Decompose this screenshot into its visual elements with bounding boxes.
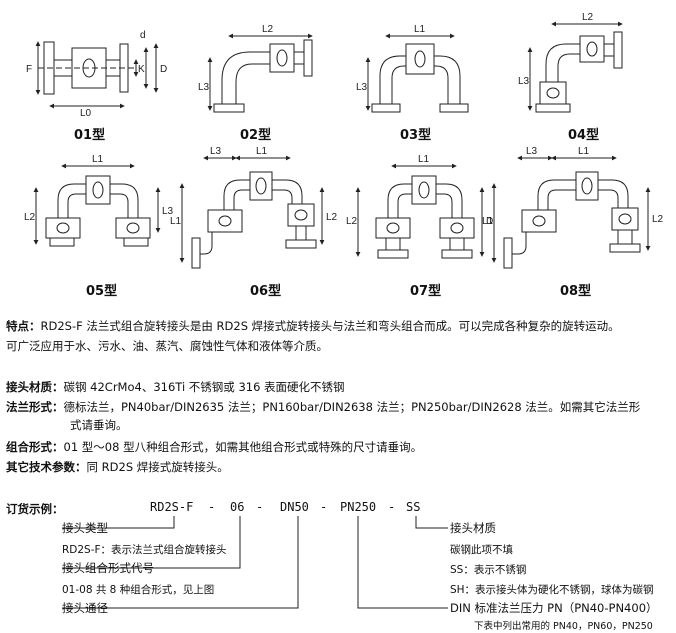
order-right-ss: SS：表示不锈钢 [450,564,527,576]
dim-F: F [26,64,32,75]
features-label: 特点： [6,319,41,333]
dim-L3-03: L3 [356,82,368,93]
order-code-sep4: - [388,500,396,514]
dim-L1-05: L1 [92,154,104,165]
order-code-sep1: - [208,500,216,514]
order-code-dn: DN50 [280,500,309,514]
dim-L2-04: L2 [582,12,594,23]
combo-text: 01 型～08 型八种组合形式，如需其他组合形式或特殊的尺寸请垂询。 [63,440,423,454]
dim-L2-05: L2 [24,212,36,223]
order-right-pn: DIN 标准法兰压力 PN（PN40-PN400） [450,601,658,615]
flange-line1: 法兰形式：德标法兰，PN40bar/DIN2635 法兰；PN160bar/DI… [6,398,640,416]
dim-L2-08: L2 [652,214,664,225]
flange-label: 法兰形式： [6,400,64,414]
dim-L0: L0 [80,108,92,119]
dim-L3-02: L3 [198,82,210,93]
caption-01: 01型 [74,128,106,143]
material-line: 接头材质：碳钢 42CrMo4、316Ti 不锈钢或 316 表面硬化不锈钢 [6,378,345,396]
caption-02: 02型 [240,128,272,143]
combo-label: 组合形式： [6,440,64,454]
dim-L3-06: L3 [210,146,222,157]
combination-diagrams: F L0 d K D L2 L3 L1 L3 L2 L3 L1 L2 L3 L3… [24,12,664,269]
diagram-05 [33,163,161,247]
order-right-sh: SH：表示接头体为硬化不锈钢，球体为碳钢 [450,584,654,596]
order-right-pn-note: 下表中列出常用的 PN40，PN60，PN250 [474,621,653,632]
dim-L1-06: L1 [256,146,268,157]
dim-L2-07: L2 [346,216,358,227]
diagram-08 [491,155,651,269]
dim-L1-06v: L1 [170,216,182,227]
flange-text1: 德标法兰，PN40bar/DIN2635 法兰；PN160bar/DIN2638… [63,400,641,414]
caption-07: 07型 [410,284,442,299]
features-text1: RD2S-F 法兰式组合旋转接头是由 RD2S 焊接式旋转接头与法兰和弯头组合而… [40,319,620,333]
diagram-07 [355,163,485,259]
order-code-mat: SS [406,500,421,514]
diagram-01 [35,41,159,109]
order-label: 订货示例： [6,502,64,516]
other-label: 其它技术参数： [6,460,87,474]
dim-L3-08: L3 [526,146,538,157]
dim-L1-07: L1 [418,154,430,165]
dim-L2-06: L2 [326,212,338,223]
caption-03: 03型 [400,128,432,143]
caption-05: 05型 [86,284,118,299]
features-line1: 特点：RD2S-F 法兰式组合旋转接头是由 RD2S 焊接式旋转接头与法兰和弯头… [6,317,620,335]
diagram-04 [527,21,623,113]
dim-L3-05: L3 [162,206,174,217]
order-code-sep3: - [320,500,328,514]
order-code-sep2: - [256,500,264,514]
order-code-pn: PN250 [340,500,377,514]
material-text: 碳钢 42CrMo4、316Ti 不锈钢或 316 表面硬化不锈钢 [63,380,345,394]
diagram-02 [207,33,313,113]
order-left-dn: 接头通径 [62,601,108,615]
dim-L1-03: L1 [414,24,426,35]
diagram-06 [179,155,325,269]
material-label: 接头材质： [6,380,64,394]
flange-text2: 式请垂询。 [70,418,128,432]
dim-d: d [140,30,146,41]
combo-line: 组合形式：01 型～08 型八种组合形式，如需其他组合形式或特殊的尺寸请垂询。 [6,438,422,456]
dim-D-07: D [486,216,493,227]
dim-L3-04: L3 [518,76,530,87]
order-right-carbon: 碳钢此项不填 [450,544,513,556]
other-line: 其它技术参数：同 RD2S 焊接式旋转接头。 [6,458,229,476]
order-code-type: RD2S-F [150,500,194,514]
order-left-type: 接头类型 [62,521,108,535]
order-right-material: 接头材质 [450,521,496,535]
dim-L1-08: L1 [578,146,590,157]
order-left-form: 接头组合形式代号 [62,561,154,575]
dim-L2-02: L2 [262,24,274,35]
dim-K: K [138,64,145,75]
dim-L1-08v: L1 [482,216,494,227]
features-text2: 可广泛应用于水、污水、油、蒸汽、腐蚀性气体和液体等介质。 [6,339,328,353]
other-text: 同 RD2S 焊接式旋转接头。 [86,460,229,474]
diagram-03 [365,33,469,113]
order-left-type-desc: RD2S-F：表示法兰式组合旋转接头 [62,544,227,556]
order-code-form: 06 [230,500,245,514]
caption-04: 04型 [568,128,600,143]
order-left-form-desc: 01-08 共 8 种组合形式，见上图 [62,584,215,596]
caption-06: 06型 [250,284,282,299]
caption-08: 08型 [560,284,592,299]
dim-D: D [160,64,167,75]
